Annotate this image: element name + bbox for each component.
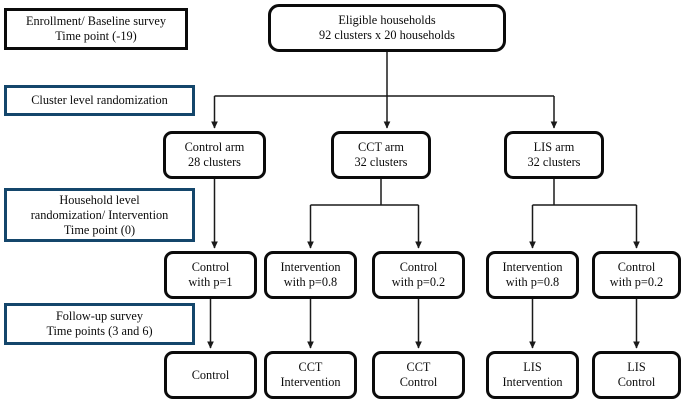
node-alloc-cct-control-line-1: Control [399, 260, 438, 274]
stage-label-household-randomization: Household level randomization/ Intervent… [4, 188, 195, 242]
node-arm-lis-line-2: 32 clusters [527, 155, 581, 169]
node-arm-cct-line-2: 32 clusters [354, 155, 408, 169]
node-arm-cct-line-1: CCT arm [358, 140, 404, 154]
node-outcome-lis-control-line-1: LIS [627, 360, 646, 374]
node-outcome-cct-control: CCT Control [372, 351, 465, 399]
node-alloc-lis-control-line-2: with p=0.2 [609, 275, 664, 289]
node-alloc-cct-intervention: Intervention with p=0.8 [264, 251, 357, 299]
stage-label-enrollment-line-2: Time point (-19) [55, 29, 137, 43]
node-outcome-cct-control-line-1: CCT [406, 360, 431, 374]
node-arm-control: Control arm 28 clusters [163, 131, 266, 179]
stage-label-household-randomization-line-1: Household level [59, 192, 140, 207]
node-outcome-lis-control-line-2: Control [617, 375, 656, 389]
node-outcome-lis-intervention-line-2: Intervention [502, 375, 563, 389]
stage-label-household-randomization-line-3: Time point (0) [63, 222, 136, 237]
node-alloc-lis-intervention-line-1: Intervention [502, 260, 563, 274]
node-outcome-cct-intervention-line-1: CCT [298, 360, 323, 374]
node-outcome-control: Control [164, 351, 257, 399]
node-outcome-cct-intervention-line-2: Intervention [280, 375, 341, 389]
stage-label-enrollment-line-1: Enrollment/ Baseline survey [25, 14, 166, 28]
node-alloc-cct-intervention-line-2: with p=0.8 [283, 275, 338, 289]
node-arm-cct: CCT arm 32 clusters [331, 131, 431, 179]
stage-label-enrollment: Enrollment/ Baseline survey Time point (… [4, 8, 188, 50]
node-alloc-lis-control-line-1: Control [617, 260, 656, 274]
stage-label-followup-line-1: Follow-up survey [55, 309, 144, 323]
stage-label-cluster-randomization: Cluster level randomization [4, 85, 195, 116]
node-arm-lis-line-1: LIS arm [533, 140, 575, 154]
node-arm-lis: LIS arm 32 clusters [504, 131, 604, 179]
node-alloc-lis-control: Control with p=0.2 [592, 251, 681, 299]
node-outcome-cct-control-line-2: Control [399, 375, 438, 389]
stage-label-household-randomization-line-2: randomization/ Intervention [30, 207, 169, 222]
node-alloc-control-p1-line-1: Control [191, 260, 230, 274]
node-eligible-households: Eligible households 92 clusters x 20 hou… [268, 4, 506, 52]
node-alloc-cct-control-line-2: with p=0.2 [391, 275, 446, 289]
node-eligible-households-line-2: 92 clusters x 20 households [319, 28, 455, 42]
node-alloc-cct-intervention-line-1: Intervention [280, 260, 341, 274]
node-outcome-lis-intervention-line-1: LIS [523, 360, 542, 374]
node-outcome-lis-intervention: LIS Intervention [486, 351, 579, 399]
node-alloc-control-p1-line-2: with p=1 [188, 275, 233, 289]
node-alloc-control-p1: Control with p=1 [164, 251, 257, 299]
node-alloc-lis-intervention-line-2: with p=0.8 [505, 275, 560, 289]
node-outcome-lis-control: LIS Control [592, 351, 681, 399]
node-arm-control-line-1: Control arm [184, 140, 245, 154]
stage-label-followup: Follow-up survey Time points (3 and 6) [4, 303, 195, 345]
stage-label-cluster-randomization-line-1: Cluster level randomization [31, 93, 168, 107]
stage-label-followup-line-2: Time points (3 and 6) [46, 324, 153, 338]
node-alloc-lis-intervention: Intervention with p=0.8 [486, 251, 579, 299]
node-outcome-cct-intervention: CCT Intervention [264, 351, 357, 399]
node-outcome-control-line-1: Control [191, 367, 230, 382]
node-alloc-cct-control: Control with p=0.2 [372, 251, 465, 299]
node-arm-control-line-2: 28 clusters [188, 155, 241, 169]
node-eligible-households-line-1: Eligible households [338, 13, 436, 27]
